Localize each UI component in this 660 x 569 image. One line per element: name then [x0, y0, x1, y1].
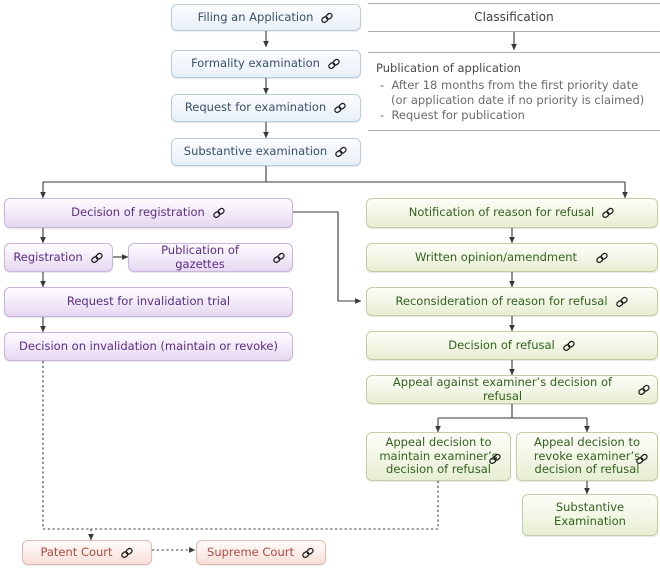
panel-publication-bullets: - After 18 months from the first priorit… — [380, 78, 645, 123]
node-appeal-against-decision[interactable]: Appeal against examiner’s decision of re… — [366, 375, 658, 404]
node-supreme-court[interactable]: Supreme Court — [196, 540, 326, 565]
node-decision-of-registration[interactable]: Decision of registration — [4, 198, 293, 228]
node-filing-application[interactable]: Filing an Application — [171, 4, 361, 31]
node-label: Appeal decision to maintain examiner’s d… — [379, 435, 498, 477]
link-icon[interactable] — [320, 12, 334, 24]
node-label: Request for invalidation trial — [66, 294, 231, 309]
node-decision-on-invalidation[interactable]: Decision on invalidation (maintain or re… — [4, 332, 293, 361]
node-label: Formality examination — [191, 56, 320, 71]
node-label: Substantive Examination — [554, 500, 626, 528]
link-icon[interactable] — [120, 547, 134, 559]
link-icon[interactable] — [272, 252, 286, 264]
link-icon[interactable] — [301, 547, 315, 559]
link-icon[interactable] — [327, 58, 341, 70]
link-icon[interactable] — [601, 207, 615, 219]
node-appeal-decision-maintain[interactable]: Appeal decision to maintain examiner’s d… — [366, 432, 511, 481]
node-notification-reason-refusal[interactable]: Notification of reason for refusal — [366, 198, 658, 228]
link-icon[interactable] — [333, 102, 347, 114]
panel-rule-bottom — [368, 130, 660, 131]
node-label: Appeal decision to revoke examiner’s dec… — [533, 435, 641, 477]
node-label: Supreme Court — [207, 544, 294, 559]
node-patent-court[interactable]: Patent Court — [22, 540, 152, 565]
node-label: Notification of reason for refusal — [408, 205, 595, 220]
node-appeal-decision-revoke[interactable]: Appeal decision to revoke examiner’s dec… — [516, 432, 658, 481]
node-label: Decision of registration — [71, 205, 205, 220]
panel-rule-top — [368, 3, 660, 4]
node-label: Decision on invalidation (maintain or re… — [19, 338, 278, 353]
node-label: Decision of refusal — [448, 337, 555, 352]
link-icon[interactable] — [615, 296, 629, 308]
node-publication-of-gazettes[interactable]: Publication of gazettes — [128, 243, 293, 272]
node-decision-of-refusal[interactable]: Decision of refusal — [366, 331, 658, 360]
node-label: Patent Court — [40, 544, 113, 559]
node-reconsideration-reason-refusal[interactable]: Reconsideration of reason for refusal — [366, 287, 658, 316]
node-request-for-examination[interactable]: Request for examination — [171, 94, 361, 122]
node-label: Filing an Application — [197, 9, 314, 24]
node-label: Substantive examination — [183, 144, 328, 159]
node-label: Request for examination — [184, 100, 327, 115]
node-label: Written opinion/amendment — [414, 249, 578, 264]
panel-rule-3 — [368, 52, 660, 53]
node-substantive-examination[interactable]: Substantive examination — [171, 138, 361, 166]
panel-title-classification: Classification — [474, 10, 554, 24]
node-label: Registration — [13, 249, 83, 264]
link-icon[interactable] — [488, 439, 502, 464]
node-substantive-examination-2[interactable]: Substantive Examination — [522, 494, 658, 536]
node-formality-examination[interactable]: Formality examination — [171, 50, 361, 78]
node-label: Reconsideration of reason for refusal — [395, 293, 608, 308]
node-label: Publication of gazettes — [161, 242, 239, 271]
link-icon[interactable] — [562, 340, 576, 352]
link-icon[interactable] — [635, 439, 649, 464]
panel-heading-publication: Publication of application — [376, 61, 521, 75]
link-icon[interactable] — [90, 252, 104, 264]
panel-rule-2 — [368, 31, 660, 32]
node-label: Appeal against examiner’s decision of re… — [392, 374, 613, 403]
node-registration[interactable]: Registration — [4, 243, 113, 272]
node-written-opinion-amendment[interactable]: Written opinion/amendment — [366, 243, 658, 272]
link-icon[interactable] — [637, 384, 651, 396]
node-request-invalidation-trial[interactable]: Request for invalidation trial — [4, 287, 293, 317]
classification-panel: Classification Publication of applicatio… — [368, 0, 660, 140]
link-icon[interactable] — [334, 146, 348, 158]
link-icon[interactable] — [595, 252, 609, 264]
link-icon[interactable] — [212, 207, 226, 219]
